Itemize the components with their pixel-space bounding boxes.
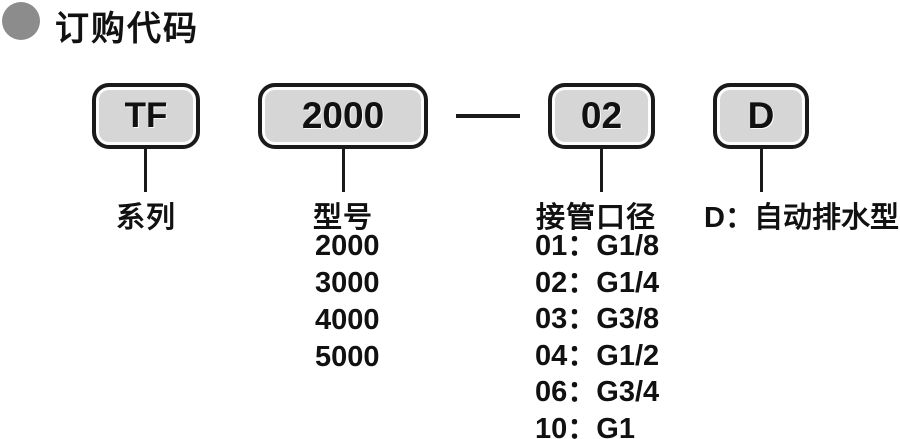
port-size-label: 接管口径 xyxy=(536,202,657,234)
connector-line-model xyxy=(342,149,345,192)
circle-bullet-icon xyxy=(2,2,40,40)
connector-line-port xyxy=(600,149,603,192)
port-size-option: 04：G1/2 xyxy=(535,339,660,372)
model-option-list: 2000 3000 4000 5000 xyxy=(315,228,380,376)
model-option: 4000 xyxy=(315,304,380,336)
connector-line-series xyxy=(144,149,147,192)
port-size-option: 02：G1/4 xyxy=(535,266,660,299)
model-label: 型号 xyxy=(313,202,374,234)
code-box-port-size: 02 xyxy=(548,83,655,149)
code-box-model: 2000 xyxy=(258,83,428,149)
dash-connector xyxy=(456,114,520,118)
code-box-drain: D xyxy=(713,83,809,149)
port-size-option: 06：G3/4 xyxy=(535,376,660,408)
port-size-option: 03：G3/8 xyxy=(535,303,660,335)
series-label: 系列 xyxy=(116,202,177,234)
port-size-option: 01：G1/8 xyxy=(535,230,660,262)
code-box-series: TF xyxy=(92,83,200,149)
connector-line-drain xyxy=(760,149,763,192)
model-option: 5000 xyxy=(315,341,380,373)
model-option: 2000 xyxy=(315,230,380,262)
port-size-option-list: 01：G1/8 02：G1/4 03：G3/8 04：G1/2 06：G3/4 … xyxy=(535,228,659,439)
model-option: 3000 xyxy=(315,267,380,299)
port-size-option: 10：G1 xyxy=(535,412,635,439)
page-title: 订购代码 xyxy=(55,10,199,48)
drain-type-label: D：自动排水型 xyxy=(704,202,899,234)
